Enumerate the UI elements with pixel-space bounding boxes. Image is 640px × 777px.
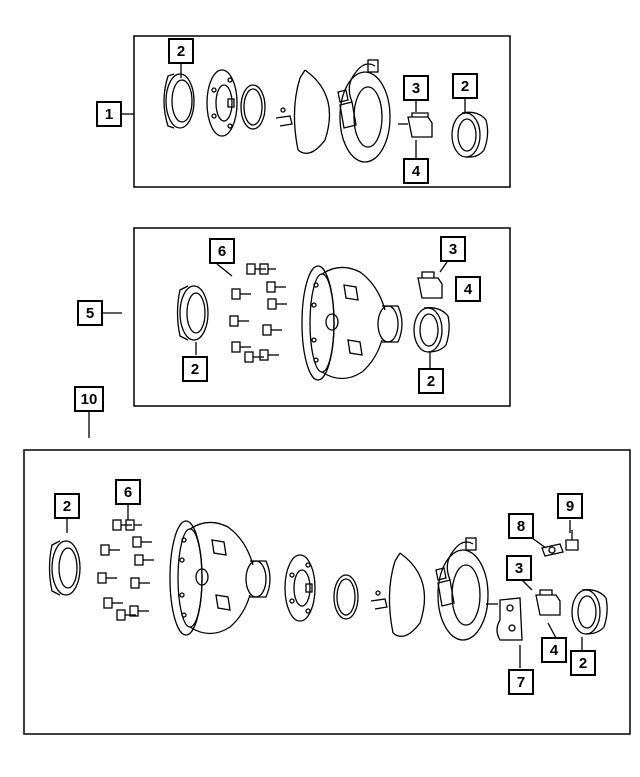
differential-case-part: [301, 265, 403, 381]
seal-part: [48, 540, 81, 596]
tone-ring-part: [284, 554, 316, 622]
seal-part: [571, 589, 608, 635]
callout-clip: 8: [508, 513, 534, 539]
callout-bracket: 4: [455, 276, 481, 302]
sensor-hub-part: [337, 59, 391, 163]
callout-assembly-5: 5: [77, 300, 103, 326]
bolt-set-part: [229, 263, 287, 363]
callout-assembly-1: 1: [96, 101, 122, 127]
bracket-part: [486, 597, 523, 641]
callout-bolts: 6: [209, 238, 235, 264]
sensor-part: [535, 589, 561, 616]
callout-bolts: 6: [115, 479, 141, 505]
callout-sensor: 3: [403, 75, 429, 101]
callout-assembly-10: 10: [74, 386, 104, 412]
callout-bracket: 4: [403, 158, 429, 184]
clip-part: [541, 543, 564, 557]
callout-seal: 2: [182, 356, 208, 382]
callout-leader: [521, 579, 533, 591]
callout-seal: 2: [570, 650, 596, 676]
group-5-frame: [133, 227, 511, 407]
callout-leader: [547, 622, 557, 639]
callout-seal: 2: [168, 38, 194, 64]
sensor-hub-part: [435, 537, 489, 641]
shim-ring-part: [240, 84, 266, 130]
seal-part: [163, 73, 195, 129]
seal-part: [413, 307, 450, 353]
callout-bracket: 7: [508, 669, 534, 695]
tone-ring-part: [206, 69, 238, 137]
seal-part: [176, 285, 209, 341]
group-1-frame: [133, 35, 511, 188]
callout-leader: [531, 537, 547, 549]
shield-plate-part: [370, 552, 426, 637]
plug-part: [565, 530, 579, 551]
callout-seal: 2: [452, 73, 478, 99]
differential-case-part: [169, 520, 271, 636]
callout-plug: 9: [557, 493, 583, 519]
shield-plate-part: [275, 69, 331, 154]
callout-seal: 2: [418, 368, 444, 394]
shim-ring-part: [333, 574, 359, 620]
callout-clip-bracket: 4: [541, 637, 567, 663]
callout-seal: 2: [54, 493, 80, 519]
callout-leader: [439, 261, 448, 273]
sensor-part: [417, 271, 443, 299]
callout-sensor: 3: [440, 236, 466, 262]
sensor-part: [398, 112, 433, 138]
seal-part: [451, 111, 489, 158]
callout-sensor: 3: [506, 555, 532, 581]
bolt-set-part: [97, 519, 154, 621]
group-10-frame: [23, 449, 631, 735]
callout-leader: [216, 263, 233, 277]
